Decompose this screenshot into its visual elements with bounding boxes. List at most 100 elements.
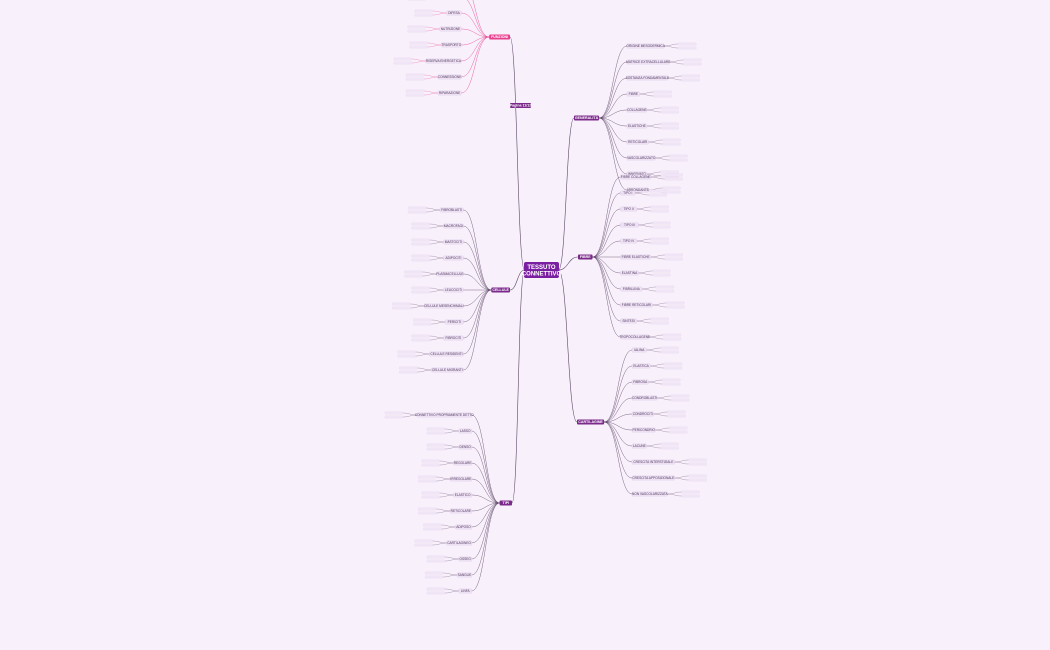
child-connector-funzioni	[466, 0, 490, 38]
child-box	[620, 286, 643, 292]
twig-line	[415, 353, 430, 357]
child-node[interactable]: REGOLARE	[453, 460, 472, 466]
child-node[interactable]: RIPARAZIONE	[437, 90, 462, 96]
twig-line	[417, 367, 432, 371]
twig-line	[652, 302, 667, 306]
child-connector-generalita	[598, 77, 628, 119]
child-node[interactable]: TIPO III	[620, 222, 639, 228]
child-node[interactable]: FIBROBLASTI	[439, 207, 464, 213]
child-node[interactable]: IRREGOLARE	[450, 476, 472, 482]
child-node[interactable]: FIBROCITI	[443, 335, 464, 341]
child-node[interactable]: NON VASCOLARIZZATA	[631, 491, 669, 497]
twig-line	[634, 192, 650, 196]
child-node[interactable]: TIPO II	[620, 206, 637, 212]
child-node[interactable]: DENSO	[458, 444, 472, 450]
twig-line	[444, 446, 459, 450]
child-node[interactable]: PERICITI	[445, 319, 464, 325]
child-node[interactable]: CRESCITA INTERSTIZIALE	[631, 459, 675, 465]
twig-node	[666, 301, 685, 305]
twig-line	[657, 395, 672, 399]
child-node[interactable]: IALINA	[631, 347, 647, 353]
child-box	[626, 43, 665, 49]
child-node[interactable]: ELASTICO	[453, 492, 472, 498]
child-label: INNERVATO	[628, 172, 647, 176]
twig-node	[681, 494, 700, 498]
child-node[interactable]: FIBRILLINA	[620, 286, 643, 292]
child-node[interactable]: ELASTICA	[631, 363, 651, 369]
child-node[interactable]: MACROFAGI	[443, 223, 464, 229]
child-node[interactable]: LACUNE	[631, 443, 647, 449]
child-node[interactable]: CELLULE MESENCHIMALI	[424, 303, 464, 309]
twig-node	[669, 426, 688, 430]
child-node[interactable]: CARTILAGINEO	[446, 540, 472, 546]
twig-node	[411, 254, 430, 258]
child-node[interactable]: MASTOCITI	[443, 239, 464, 245]
child-node[interactable]: ADIPOCITI	[443, 255, 464, 261]
child-node[interactable]: TIPO I	[620, 190, 636, 196]
child-label: CELLULE RESIDENTI	[430, 352, 462, 356]
child-box	[620, 190, 636, 196]
child-node[interactable]: RISERVA ENERGETICA	[425, 58, 462, 64]
child-node[interactable]: FIBRE	[626, 91, 640, 97]
child-node[interactable]: TROPOCOLLAGENE	[619, 334, 650, 340]
child-label: ABBONDANTE	[627, 188, 649, 192]
child-node[interactable]: ADIPOSO	[455, 524, 472, 530]
child-node[interactable]: ELASTINA	[620, 270, 639, 276]
child-node[interactable]: RETICOLARI	[626, 139, 649, 145]
branch-funzioni[interactable]: FUNZIONI	[489, 34, 510, 40]
child-node[interactable]: PLASMACELLULE	[436, 271, 463, 277]
child-node[interactable]: CELLULE RESIDENTI	[429, 351, 464, 357]
child-node[interactable]: CELLULE MIGRANTI	[431, 367, 464, 373]
child-node[interactable]: PERICONDRIO	[631, 427, 655, 433]
child-node[interactable]: OSSEO	[458, 556, 472, 562]
twig-line	[646, 125, 661, 129]
child-node[interactable]: FIBRE RETICOLARI	[620, 302, 653, 308]
child-node[interactable]: LASSO	[458, 428, 472, 434]
branch-generalita[interactable]: GENERALITÀ	[574, 115, 599, 121]
twig-node	[648, 193, 668, 197]
child-node[interactable]: CONNESSIONE	[438, 74, 462, 80]
child-node[interactable]: MATRICE EXTRACELLULARE	[626, 59, 670, 65]
child-node[interactable]: VASCOLARIZZATO	[626, 155, 656, 161]
twig-node	[426, 587, 445, 591]
child-node[interactable]: FIBRE ELASTICHE	[620, 254, 651, 260]
twig-line	[646, 171, 661, 175]
child-node[interactable]: TRASPORTO	[441, 42, 462, 48]
child-node[interactable]: ORIGINE MESODERMICA	[626, 43, 666, 49]
child-node[interactable]: LEUCOCITI	[443, 287, 464, 293]
child-node[interactable]: LINFA	[458, 588, 472, 594]
child-label: COLLAGENE	[627, 108, 647, 112]
child-node[interactable]: ELASTICHE	[626, 123, 647, 129]
branch-tipi[interactable]: TIPI	[499, 500, 512, 506]
child-node[interactable]: RETICOLARE	[450, 508, 472, 514]
child-node[interactable]: SINTESI	[620, 318, 637, 324]
twig-line	[667, 77, 682, 81]
twig-node	[411, 222, 430, 226]
twig-line	[410, 305, 425, 309]
child-node[interactable]: FIBROSA	[631, 379, 649, 385]
child-node[interactable]: FIBRE COLLAGENE	[620, 174, 651, 180]
child-box	[631, 347, 647, 353]
twig-line	[648, 379, 663, 383]
child-node[interactable]: TIPO IV	[620, 238, 637, 244]
root-node[interactable]: TESSUTO CONNETTIVO	[522, 262, 562, 278]
twig-node	[426, 427, 445, 431]
twig-node	[667, 414, 686, 418]
child-node[interactable]: SOSTANZA FONDAMENTALE	[626, 75, 670, 81]
twig-line	[667, 75, 682, 79]
child-box	[439, 26, 462, 32]
child-node[interactable]: NUTRIZIONE	[439, 26, 462, 32]
child-node[interactable]: CONNETTIVO PROPRIAMENTE DETTO	[415, 412, 474, 418]
twig-line	[638, 272, 653, 276]
branch-fibre[interactable]: FIBRE	[578, 254, 593, 260]
child-node[interactable]: SANGUE	[457, 572, 472, 578]
child-node[interactable]: CRESCITA APPOSIZIONALE	[631, 475, 675, 481]
child-node[interactable]: CONDROBLASTI	[631, 395, 657, 401]
branch-cartilagine[interactable]: CARTILAGINE	[577, 419, 605, 425]
branch-cellule[interactable]: CELLULE	[491, 287, 510, 293]
child-node[interactable]: DIFESA	[446, 10, 462, 16]
child-connector-cartilagine	[604, 421, 633, 431]
child-node[interactable]: CONDROCITI	[631, 411, 654, 417]
child-label: FIBROCITI	[446, 336, 462, 340]
child-node[interactable]: COLLAGENE	[626, 107, 647, 113]
